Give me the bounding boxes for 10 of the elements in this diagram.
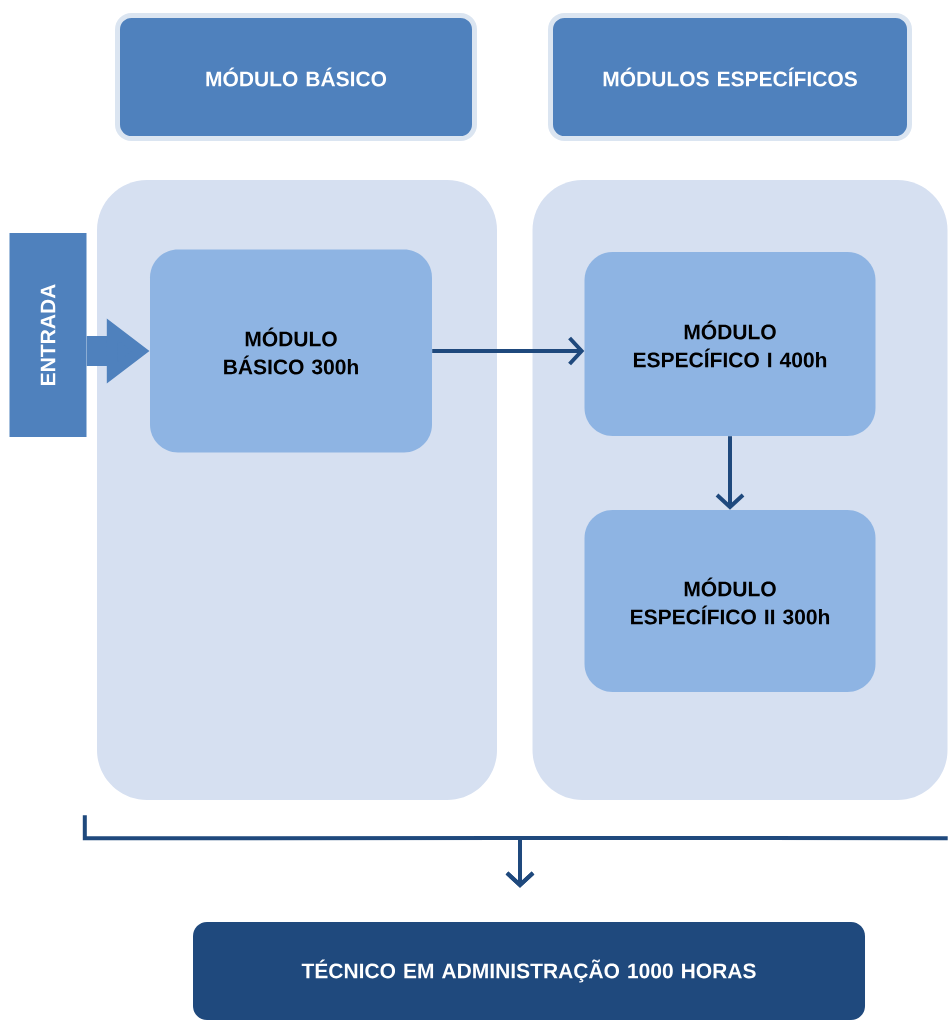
arrow: [432, 336, 585, 366]
header-box: MÓDULO BÁSICO: [115, 13, 477, 141]
module-box: MÓDULO ESPECÍFICO II 300h: [584, 510, 876, 692]
module-box: MÓDULO BÁSICO 300h: [150, 249, 432, 453]
arrow: [715, 436, 745, 510]
entry-box: ENTRADA: [9, 233, 87, 437]
header-box: MÓDULOS ESPECÍFICOS: [548, 13, 912, 141]
arrow: [505, 836, 948, 888]
module-box: MÓDULO ESPECÍFICO I 400h: [584, 252, 876, 436]
result-box: TÉCNICO EM ADMINISTRAÇÃO 1000 HORAS: [193, 922, 865, 1020]
